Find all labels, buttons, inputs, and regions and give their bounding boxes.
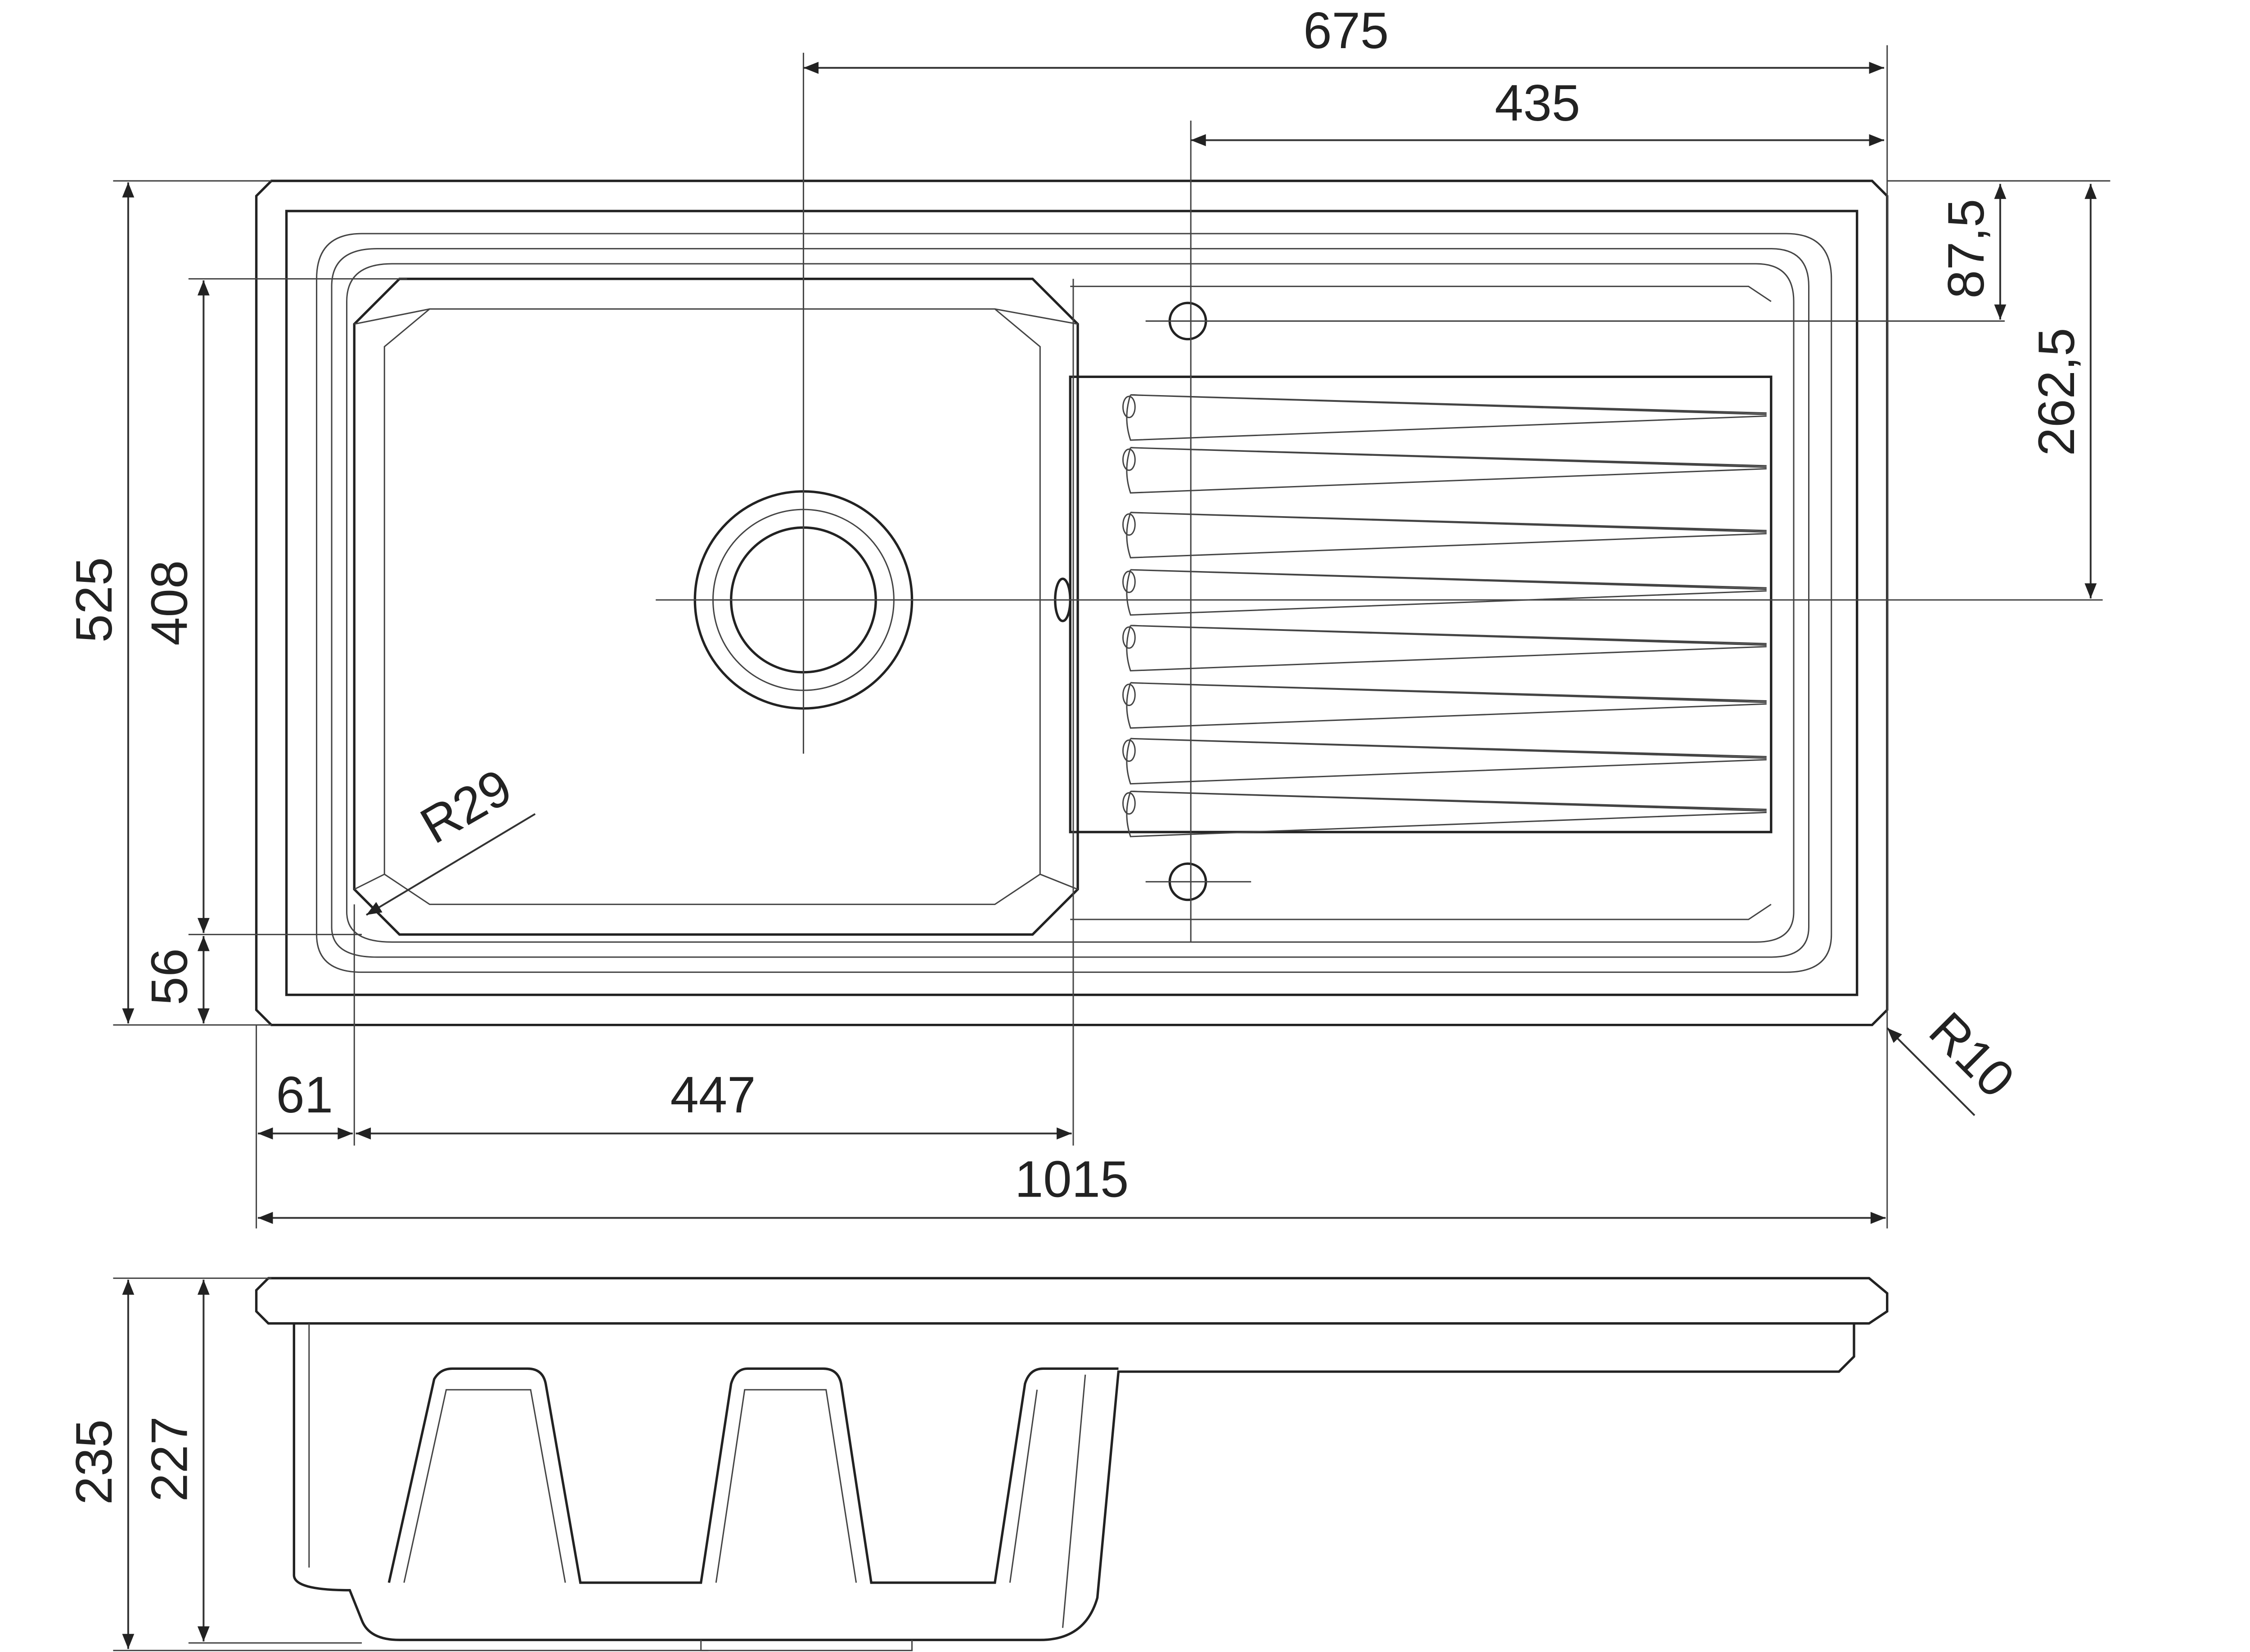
- dim-227: 227: [141, 1416, 198, 1502]
- drainer-groove: [1126, 569, 1767, 616]
- drainer-groove: [1126, 682, 1767, 729]
- dim-1015: 1015: [1015, 1151, 1129, 1208]
- drainer-groove: [1126, 738, 1767, 785]
- dim-525: 525: [66, 557, 123, 643]
- drainer-grooves: [1069, 285, 1773, 920]
- side-view: [255, 1277, 1889, 1652]
- outer-rim: [255, 180, 1889, 1026]
- dim-408: 408: [141, 560, 198, 646]
- drainer-groove: [1126, 790, 1767, 837]
- dim-235: 235: [66, 1419, 123, 1505]
- dim-87-5: 87,5: [1938, 199, 1995, 299]
- groove-end: [1122, 513, 1136, 536]
- dim-r29: R29: [411, 758, 521, 855]
- dim-262-5: 262,5: [2028, 328, 2085, 456]
- groove-end: [1122, 626, 1136, 649]
- dim-447: 447: [670, 1067, 756, 1124]
- dim-675: 675: [1303, 2, 1389, 59]
- dim-r10: R10: [1918, 1001, 2025, 1108]
- dim-435: 435: [1495, 75, 1580, 132]
- drainer-groove: [1126, 625, 1767, 672]
- dim-61: 61: [276, 1067, 333, 1124]
- groove-end: [1122, 448, 1136, 471]
- groove-end: [1122, 396, 1136, 419]
- groove-end: [1122, 739, 1136, 762]
- groove-end: [1122, 570, 1136, 593]
- drainer-groove: [1126, 447, 1767, 494]
- dim-56: 56: [141, 948, 198, 1005]
- bowl-outline: [353, 277, 1079, 936]
- top-view: [255, 53, 2103, 1146]
- groove-end: [1122, 792, 1136, 815]
- groove-end: [1122, 684, 1136, 707]
- drainer-groove: [1126, 394, 1767, 441]
- drainer-groove: [1126, 512, 1767, 558]
